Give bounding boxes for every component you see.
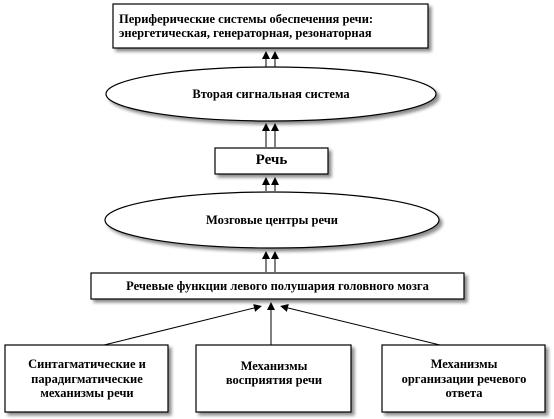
- syntagmatic-mechanisms-box: [4, 344, 169, 413]
- left-hemisphere-functions-label: Речевые функции левого полушария головно…: [126, 278, 429, 293]
- peripheral-systems-label: Периферические системы обеспечения речи:…: [119, 11, 374, 40]
- perception-mechanisms-box: [195, 344, 352, 413]
- arrow-ellipse1-to-top-box: [262, 51, 279, 67]
- left-hemisphere-functions-box: [90, 272, 465, 300]
- arrow-ellipse2-to-speech: [262, 177, 279, 191]
- brain-speech-centers-label: Мозговые центры речи: [206, 212, 338, 227]
- perception-mechanisms-label: Механизмы восприятия речи: [225, 358, 323, 387]
- second-signal-system-label: Вторая сигнальная система: [192, 86, 350, 101]
- syntagmatic-mechanisms-label: Синтагматические и парадигматические мех…: [28, 357, 146, 401]
- response-mechanisms-box: [381, 344, 546, 413]
- arrow-functions-to-ellipse2: [262, 251, 279, 272]
- arrow-syntagmatic-to-functions: [103, 304, 262, 346]
- peripheral-systems-box: [112, 3, 429, 49]
- speech-label: Речь: [255, 152, 288, 169]
- brain-speech-centers-ellipse: [104, 191, 440, 249]
- speech-box: [214, 147, 329, 175]
- arrow-speech-to-ellipse1: [262, 123, 279, 147]
- second-signal-system-ellipse: [105, 66, 437, 122]
- response-mechanisms-label: Механизмы организации речевого ответа: [401, 357, 527, 401]
- arrow-response-to-functions: [280, 304, 441, 346]
